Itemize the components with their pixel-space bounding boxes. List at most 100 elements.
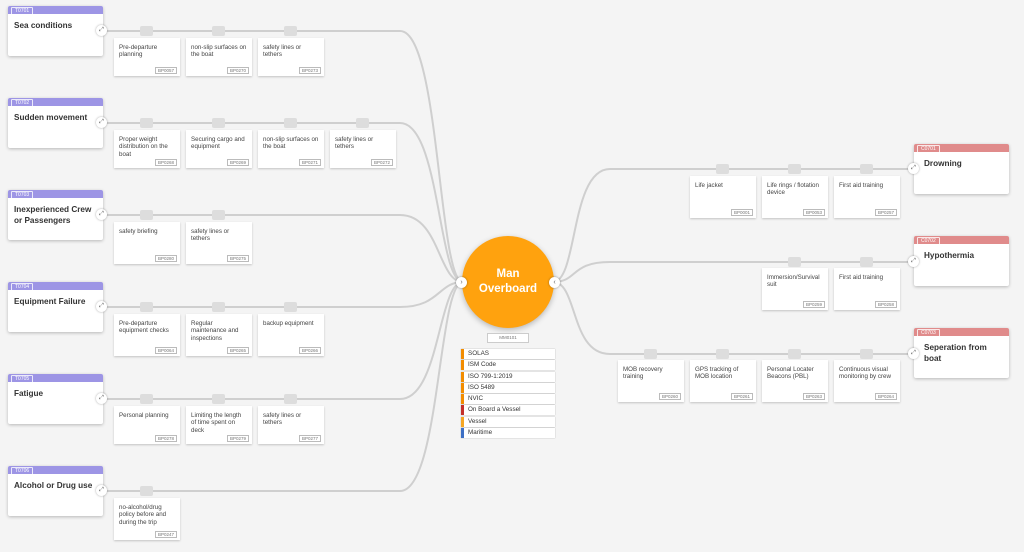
control-connector bbox=[212, 118, 225, 128]
control-label: non-slip surfaces on the boat bbox=[263, 136, 319, 151]
control-label: safety lines or tethers bbox=[335, 136, 374, 151]
threat-title: Equipment Failure bbox=[14, 297, 86, 306]
control-label: Continuous visual monitoring by crew bbox=[839, 366, 891, 381]
tag-color-swatch bbox=[461, 405, 464, 416]
threat-code: T0702 bbox=[11, 98, 34, 107]
tag-color-swatch bbox=[461, 394, 464, 405]
tag-label: ISO 5489 bbox=[468, 383, 495, 391]
control-label: Life rings / flotation device bbox=[767, 182, 819, 197]
control-connector bbox=[140, 486, 153, 496]
control-code: BP0260 bbox=[658, 393, 681, 400]
threat-title: Sea conditions bbox=[14, 21, 73, 30]
control-code: BP0247 bbox=[154, 531, 177, 538]
expand-icon[interactable]: ⤢ bbox=[908, 163, 919, 174]
control-connector bbox=[356, 118, 369, 128]
expand-icon[interactable]: ⤢ bbox=[908, 348, 919, 359]
tag-label: Maritime bbox=[468, 429, 493, 437]
expand-icon[interactable]: ⤢ bbox=[96, 393, 107, 404]
control-label: safety briefing bbox=[119, 228, 158, 235]
expand-icon[interactable]: ⤢ bbox=[96, 485, 107, 496]
regulation-tag: NVIC bbox=[461, 394, 555, 405]
tag-color-swatch bbox=[461, 349, 464, 359]
consequence-header: C0703 bbox=[914, 328, 1009, 337]
control-card[interactable]: Personal Locater Beacons (PBL)BP0263 bbox=[762, 360, 828, 402]
expand-icon[interactable]: ⤢ bbox=[908, 256, 919, 267]
expand-icon[interactable]: ⤢ bbox=[96, 25, 107, 36]
control-code: BP0257 bbox=[874, 209, 897, 216]
control-connector bbox=[212, 26, 225, 36]
threat-title: Fatigue bbox=[14, 389, 44, 398]
consequence-title: Seperation from boat bbox=[924, 343, 987, 363]
tag-label: ISO 799-1:2019 bbox=[468, 372, 513, 380]
central-event-code: MM0101 bbox=[487, 333, 529, 343]
control-card[interactable]: no-alcohol/drug policy before and during… bbox=[114, 498, 180, 540]
control-label: Personal planning bbox=[119, 412, 169, 419]
control-label: GPS tracking of MOB location bbox=[695, 366, 739, 381]
control-connector bbox=[212, 210, 225, 220]
tag-color-swatch bbox=[461, 382, 464, 393]
tag-label: On Board a Vessel bbox=[468, 406, 521, 414]
expand-icon[interactable]: ⤢ bbox=[96, 117, 107, 128]
control-label: Pre-departure equipment checks bbox=[119, 320, 169, 335]
control-connector bbox=[140, 26, 153, 36]
expand-icon[interactable]: ⤢ bbox=[96, 209, 107, 220]
tag-label: NVIC bbox=[468, 395, 484, 403]
expand-icon[interactable]: ⤢ bbox=[96, 301, 107, 312]
control-label: First aid training bbox=[839, 274, 884, 281]
threat-header: T0704 bbox=[8, 282, 103, 291]
regulation-tag: ISM Code bbox=[461, 360, 555, 371]
control-code: BP0270 bbox=[226, 67, 249, 74]
connector-line bbox=[102, 30, 464, 283]
consequence-title: Drowning bbox=[924, 159, 962, 168]
control-label: Immersion/Survival suit bbox=[767, 274, 820, 289]
control-label: Regular maintenance and inspections bbox=[191, 320, 239, 342]
regulation-tag: ISO 5489 bbox=[461, 382, 555, 393]
control-code: BP0277 bbox=[298, 435, 321, 442]
central-event-title: Man Overboard bbox=[478, 268, 538, 295]
connector-line bbox=[552, 281, 912, 355]
regulation-tag: Maritime bbox=[461, 428, 555, 439]
collapse-right-icon[interactable]: ‹ bbox=[549, 277, 560, 288]
collapse-left-icon[interactable]: › bbox=[456, 277, 467, 288]
control-card[interactable]: Limiting the length of time spent on dec… bbox=[186, 406, 252, 444]
threat-header: T0706 bbox=[8, 466, 103, 475]
threat-header: T0703 bbox=[8, 190, 103, 199]
control-connector bbox=[788, 164, 801, 174]
control-connector bbox=[284, 118, 297, 128]
consequence-code: C0703 bbox=[917, 328, 940, 337]
control-code: BP0273 bbox=[298, 67, 321, 74]
control-connector bbox=[860, 164, 873, 174]
central-event-node[interactable]: Man Overboard bbox=[462, 236, 554, 328]
